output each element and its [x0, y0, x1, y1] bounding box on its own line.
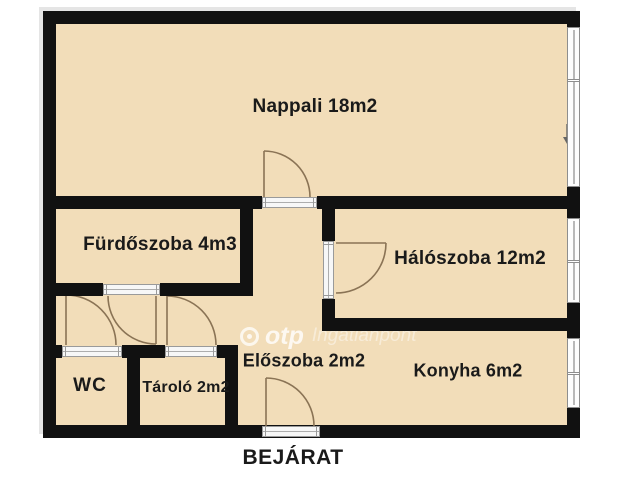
door-threshold-wc — [62, 346, 122, 357]
wall — [335, 318, 567, 331]
door-swing-furdoszoba — [107, 295, 157, 345]
door-threshold-haloszoba — [323, 241, 334, 299]
room-label-wc: WC — [73, 375, 107, 396]
wall — [127, 358, 140, 425]
door-swing-nappali — [263, 150, 311, 198]
wall — [160, 283, 240, 296]
room-label-nappali: Nappali 18m2 — [252, 96, 378, 117]
door-threshold-tarolo — [165, 346, 217, 357]
wall — [240, 209, 253, 296]
room-label-haloszoba: Hálószoba 12m2 — [394, 248, 546, 269]
wall — [322, 299, 335, 331]
window — [567, 27, 580, 187]
door-threshold-bejarat — [262, 426, 320, 437]
wall — [322, 209, 335, 241]
wall — [56, 283, 103, 296]
room-label-furdoszoba: Fürdőszoba 4m3 — [83, 234, 237, 255]
door-threshold-nappali — [262, 197, 317, 208]
door-threshold-furdoszoba — [103, 284, 160, 295]
wall — [225, 345, 238, 425]
window — [567, 218, 580, 303]
window — [567, 338, 580, 408]
door-swing-tarolo — [166, 295, 217, 346]
wall — [317, 196, 567, 209]
wall — [122, 345, 165, 358]
watermark-brand: otp — [265, 321, 304, 350]
door-swing-haloszoba — [335, 242, 387, 294]
room-label-eloszoba: Előszoba 2m2 — [242, 350, 366, 371]
room-label-konyha: Konyha 6m2 — [413, 360, 523, 381]
entrance-label: BEJÁRAT — [242, 446, 344, 469]
room-label-tarolo: Tároló 2m2 — [142, 379, 230, 396]
door-swing-bejarat — [265, 377, 315, 427]
wall — [56, 196, 262, 209]
wall — [56, 345, 62, 358]
otp-logo-icon — [240, 326, 259, 346]
wall — [217, 345, 225, 358]
